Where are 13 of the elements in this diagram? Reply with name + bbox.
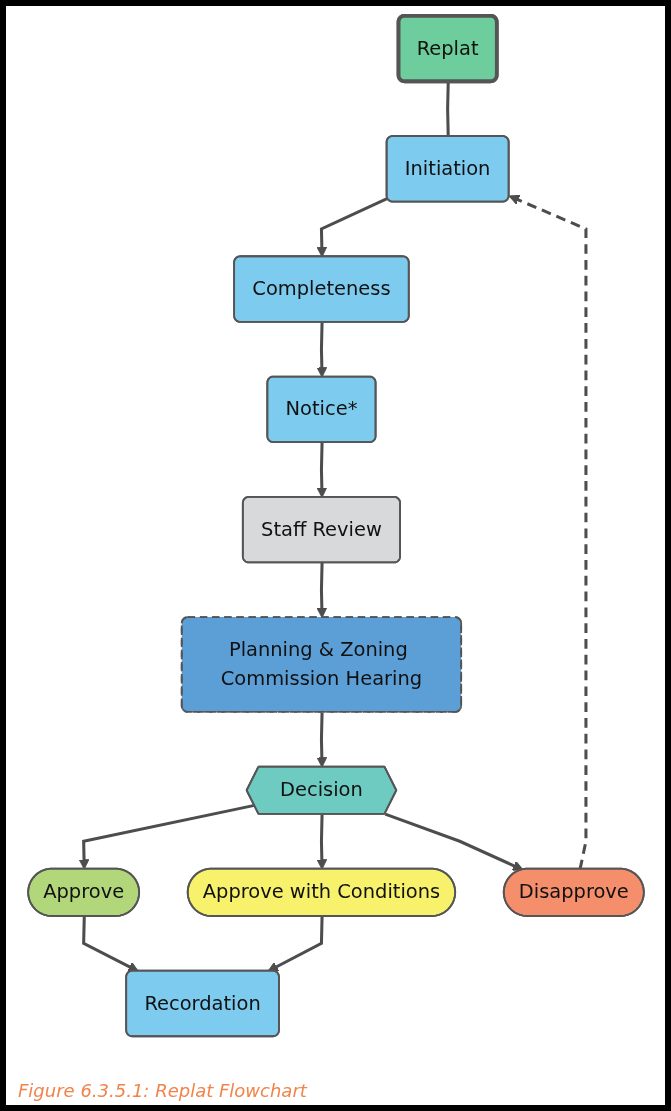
arrow — [316, 814, 327, 870]
arrow — [316, 442, 327, 498]
arrow — [316, 563, 327, 619]
arrow — [316, 322, 327, 378]
arrow — [78, 803, 255, 870]
arrow — [384, 812, 523, 871]
arrow — [508, 194, 587, 870]
arrow — [316, 196, 388, 258]
figure-caption: Figure 6.3.5.1: Replat Flowchart — [17, 1079, 309, 1103]
connector — [445, 81, 450, 137]
arrow — [81, 916, 139, 972]
arrow — [316, 712, 327, 768]
arrow — [267, 916, 324, 972]
